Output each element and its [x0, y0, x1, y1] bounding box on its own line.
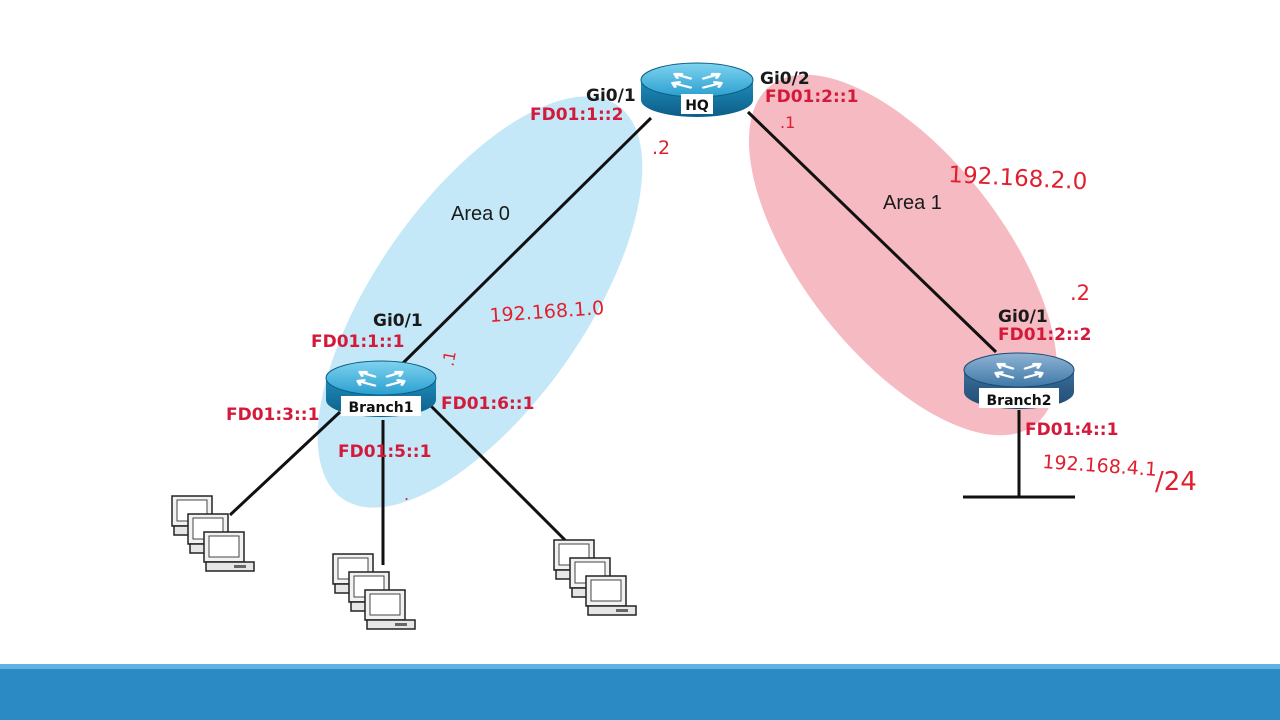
link-hq-branch1	[398, 116, 653, 368]
branch2-gi01-label: Gi0/1	[998, 307, 1048, 327]
annotation-branch1-host: .1	[438, 349, 459, 367]
link-hq-branch2	[746, 110, 998, 354]
branch1-lan3-address: FD01:6::1	[441, 394, 534, 414]
annotation-hq-host-area1: .1	[780, 113, 795, 132]
branch2-gi01-address: FD01:2::2	[998, 325, 1091, 345]
branch2-lan-address: FD01:4::1	[1025, 420, 1118, 440]
link-branch1-lan1	[228, 410, 342, 517]
area0-region	[317, 96, 643, 508]
router-branch2-name: Branch2	[987, 393, 1052, 409]
hq-gi01-address: FD01:1::2	[530, 105, 623, 125]
hq-gi01-label: Gi0/1	[586, 86, 636, 106]
pc-group-lan2[interactable]	[333, 554, 415, 629]
area1-region	[748, 74, 1058, 436]
annotation-dot: .	[404, 485, 409, 504]
branch1-gi01-label: Gi0/1	[373, 311, 423, 331]
branch1-gi01-address: FD01:1::1	[311, 332, 404, 352]
pc-group-lan3[interactable]	[554, 540, 636, 615]
footer-bar	[0, 664, 1280, 720]
router-branch1-name: Branch1	[349, 400, 414, 416]
router-hq-name: HQ	[685, 98, 709, 114]
router-hq[interactable]: HQ	[640, 62, 754, 117]
area0-label: Area 0	[451, 203, 510, 225]
branch1-lan2-address: FD01:5::1	[338, 442, 431, 462]
footer-accent-line	[0, 664, 1280, 669]
link-branch1-lan3	[428, 403, 572, 547]
branch1-lan1-address: FD01:3::1	[226, 405, 319, 425]
pc-group-lan1[interactable]	[172, 496, 254, 571]
router-branch1[interactable]: Branch1	[325, 360, 437, 417]
annotation-hq-host-area0: .2	[652, 137, 670, 159]
hq-gi02-label: Gi0/2	[760, 69, 810, 89]
annotation-branch2-lan-mask: /24	[1155, 467, 1197, 497]
annotation-branch2-host: .2	[1070, 281, 1090, 305]
hq-gi02-address: FD01:2::1	[765, 87, 858, 107]
annotation-branch2-lan-net: 192.168.4.1	[1042, 451, 1158, 481]
router-branch2[interactable]: Branch2	[963, 352, 1075, 409]
area1-label: Area 1	[883, 192, 942, 214]
